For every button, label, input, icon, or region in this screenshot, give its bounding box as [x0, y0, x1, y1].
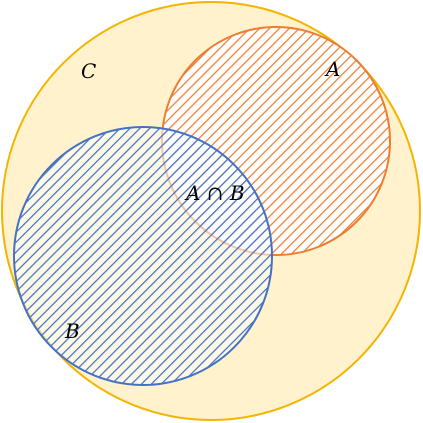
set-b-circle [13, 126, 273, 386]
label-a: A [324, 57, 340, 81]
label-intersection: A ∩ B [184, 181, 245, 205]
label-b: B [64, 319, 80, 343]
label-c: C [81, 59, 96, 83]
